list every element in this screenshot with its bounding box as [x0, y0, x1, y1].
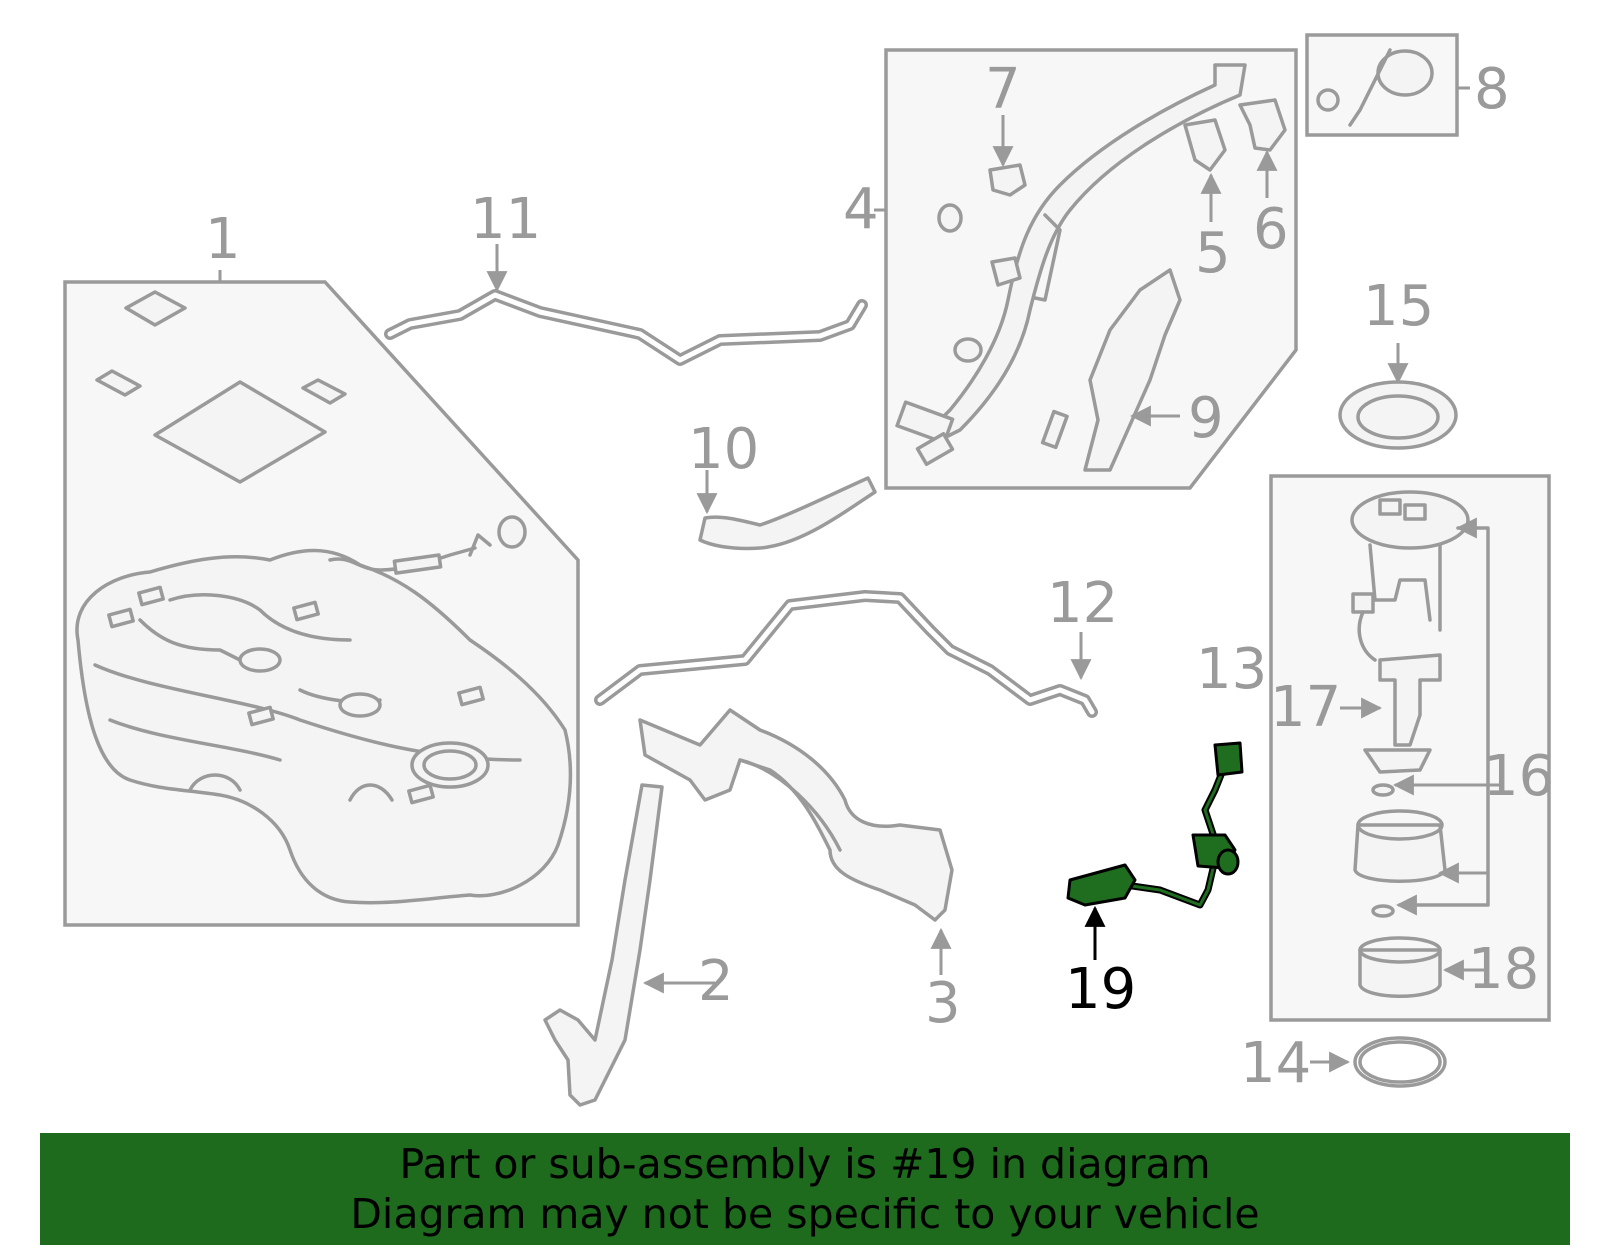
- part-2-tank-strap: [543, 783, 715, 1107]
- callout-18: 18: [1468, 937, 1539, 1002]
- callout-9: 9: [1188, 386, 1224, 451]
- part-19-fuel-level-sender: [1066, 741, 1244, 960]
- callout-13: 13: [1196, 637, 1267, 702]
- part-11-vapor-line: [384, 244, 868, 366]
- part-1-fuel-tank-group: [63, 270, 580, 927]
- callout-5: 5: [1195, 221, 1231, 286]
- part-3-heat-shield: [638, 708, 954, 975]
- callout-10: 10: [688, 417, 759, 482]
- callout-8: 8: [1474, 57, 1510, 122]
- callout-14: 14: [1240, 1031, 1311, 1096]
- part-10-hose: [696, 470, 877, 551]
- part-8-fuel-cap-group: [1305, 33, 1470, 137]
- callout-2: 2: [698, 949, 734, 1014]
- banner-line-1: Part or sub-assembly is #19 in diagram: [399, 1140, 1211, 1188]
- callout-16: 16: [1483, 744, 1554, 809]
- callout-6: 6: [1253, 197, 1289, 262]
- callout-3: 3: [925, 971, 961, 1036]
- callout-12: 12: [1047, 571, 1118, 636]
- part-15-lock-ring: [1338, 343, 1458, 450]
- callout-7: 7: [985, 57, 1021, 122]
- part-4-filler-neck-group: [874, 48, 1298, 490]
- callout-15: 15: [1363, 274, 1434, 339]
- callout-17: 17: [1270, 675, 1341, 740]
- info-banner: Part or sub-assembly is #19 in diagram D…: [40, 1133, 1570, 1245]
- callout-11: 11: [470, 187, 541, 252]
- part-13-pump-module-group: [1269, 474, 1551, 1022]
- callout-19: 19: [1065, 957, 1136, 1022]
- part-14-gasket: [1310, 1036, 1447, 1088]
- banner-line-2: Diagram may not be specific to your vehi…: [350, 1190, 1260, 1238]
- callout-4: 4: [843, 177, 879, 242]
- callout-1: 1: [205, 207, 241, 272]
- part-12-fuel-line: [594, 590, 1098, 718]
